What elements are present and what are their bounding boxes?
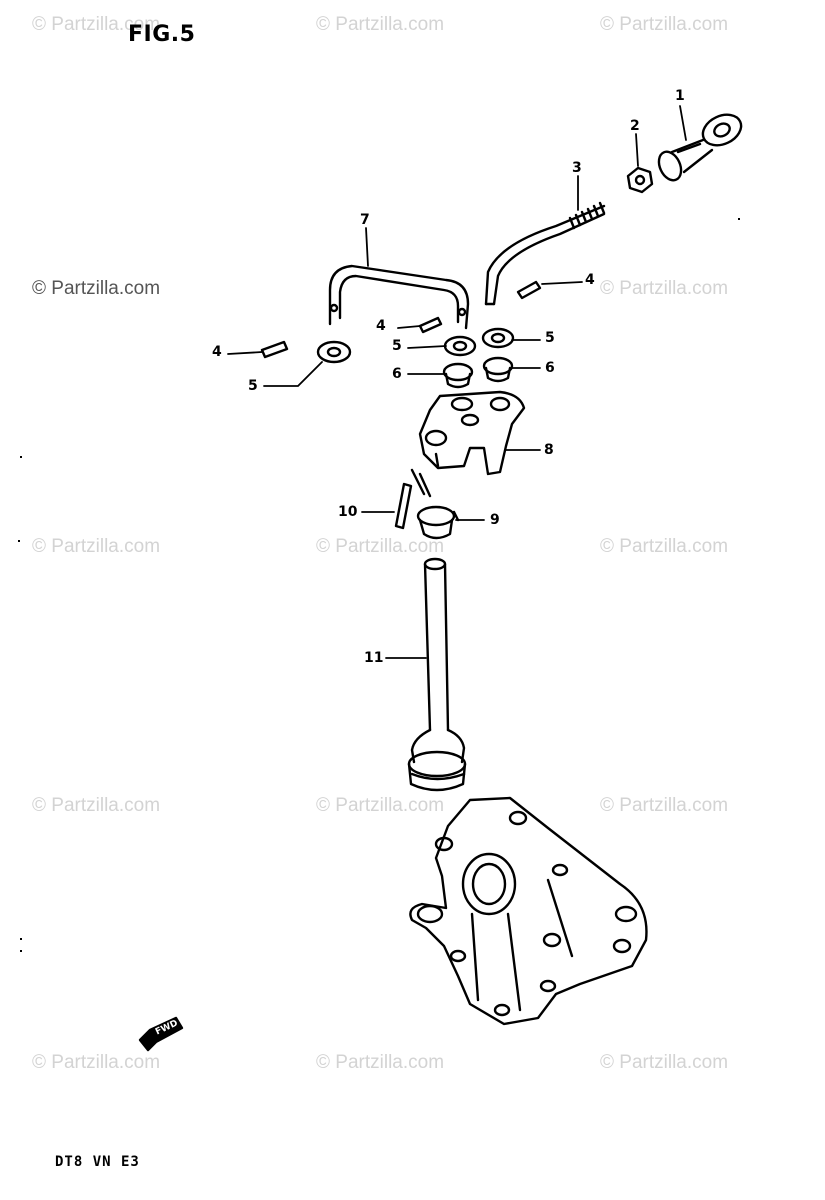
- leader-lines: [227, 105, 687, 659]
- watermark: © Partzilla.com: [600, 1052, 729, 1073]
- part-2-nut: [626, 166, 654, 194]
- scan-speck: [20, 456, 22, 458]
- callout-5: 5: [248, 378, 258, 394]
- part-11-shift-shaft: [407, 557, 467, 792]
- callout-8: 8: [544, 442, 554, 458]
- watermark: © Partzilla.com: [316, 14, 445, 35]
- part-7-link-rod: [328, 264, 470, 330]
- callout-7: 7: [360, 212, 370, 228]
- callout-10: 10: [338, 504, 358, 520]
- figure-title: FIG.5: [128, 22, 196, 47]
- watermark: © Partzilla.com: [32, 795, 161, 816]
- part-4-pin: [260, 280, 542, 359]
- callout-6: 6: [545, 360, 555, 376]
- callout-4: 4: [212, 344, 222, 360]
- part-3-shift-rod: [484, 201, 606, 306]
- callout-6: 6: [392, 366, 402, 382]
- callout-4: 4: [585, 272, 595, 288]
- watermark: © Partzilla.com: [32, 278, 161, 299]
- part-8-shift-lever: [418, 390, 526, 476]
- callout-9: 9: [490, 512, 500, 528]
- scan-speck: [20, 950, 22, 952]
- callout-11: 11: [364, 650, 384, 666]
- watermark: © Partzilla.com: [600, 14, 729, 35]
- watermark: © Partzilla.com: [316, 536, 445, 557]
- part-9-collar: [416, 505, 460, 540]
- part-6-bushing: [442, 356, 514, 389]
- part-5-washer: [316, 327, 515, 364]
- callout-4: 4: [376, 318, 386, 334]
- watermark: © Partzilla.com: [600, 536, 729, 557]
- watermark: © Partzilla.com: [600, 278, 729, 299]
- watermark: © Partzilla.com: [32, 536, 161, 557]
- scan-speck: [738, 218, 740, 220]
- part-1-rod-end: [657, 113, 743, 182]
- watermark: © Partzilla.com: [32, 1052, 161, 1073]
- callout-3: 3: [572, 160, 582, 176]
- part-10-pin: [394, 468, 432, 530]
- callout-2: 2: [630, 118, 640, 134]
- callout-1: 1: [675, 88, 685, 104]
- scan-speck: [18, 540, 20, 542]
- watermark: © Partzilla.com: [316, 1052, 445, 1073]
- lower-housing: [409, 796, 648, 1026]
- fwd-direction-marker: [138, 1016, 184, 1052]
- callout-5: 5: [392, 338, 402, 354]
- watermark: © Partzilla.com: [316, 795, 445, 816]
- watermark: © Partzilla.com: [600, 795, 729, 816]
- model-code: DT8 VN E3: [55, 1154, 140, 1170]
- watermark: © Partzilla.com: [32, 14, 161, 35]
- callout-5: 5: [545, 330, 555, 346]
- scan-speck: [20, 938, 22, 940]
